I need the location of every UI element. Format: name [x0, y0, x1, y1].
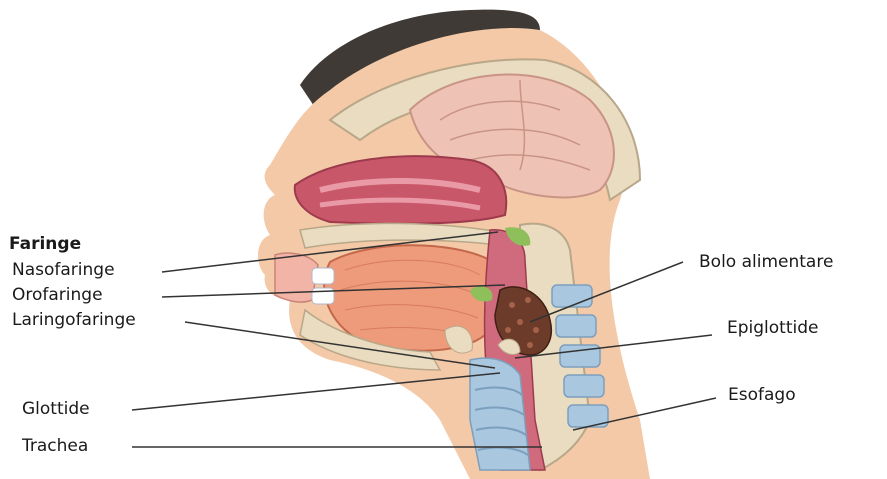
label-orofaringe: Orofaringe: [12, 287, 103, 304]
label-faringe: Faringe: [9, 236, 81, 253]
label-glottide: Glottide: [22, 401, 90, 418]
label-nasofaringe: Nasofaringe: [12, 262, 115, 279]
label-esofago: Esofago: [728, 387, 796, 404]
label-trachea: Trachea: [22, 438, 88, 455]
label-laringofaringe: Laringofaringe: [12, 312, 136, 329]
label-epiglottide: Epiglottide: [727, 320, 818, 337]
label-bolo-alimentare: Bolo alimentare: [699, 254, 833, 271]
